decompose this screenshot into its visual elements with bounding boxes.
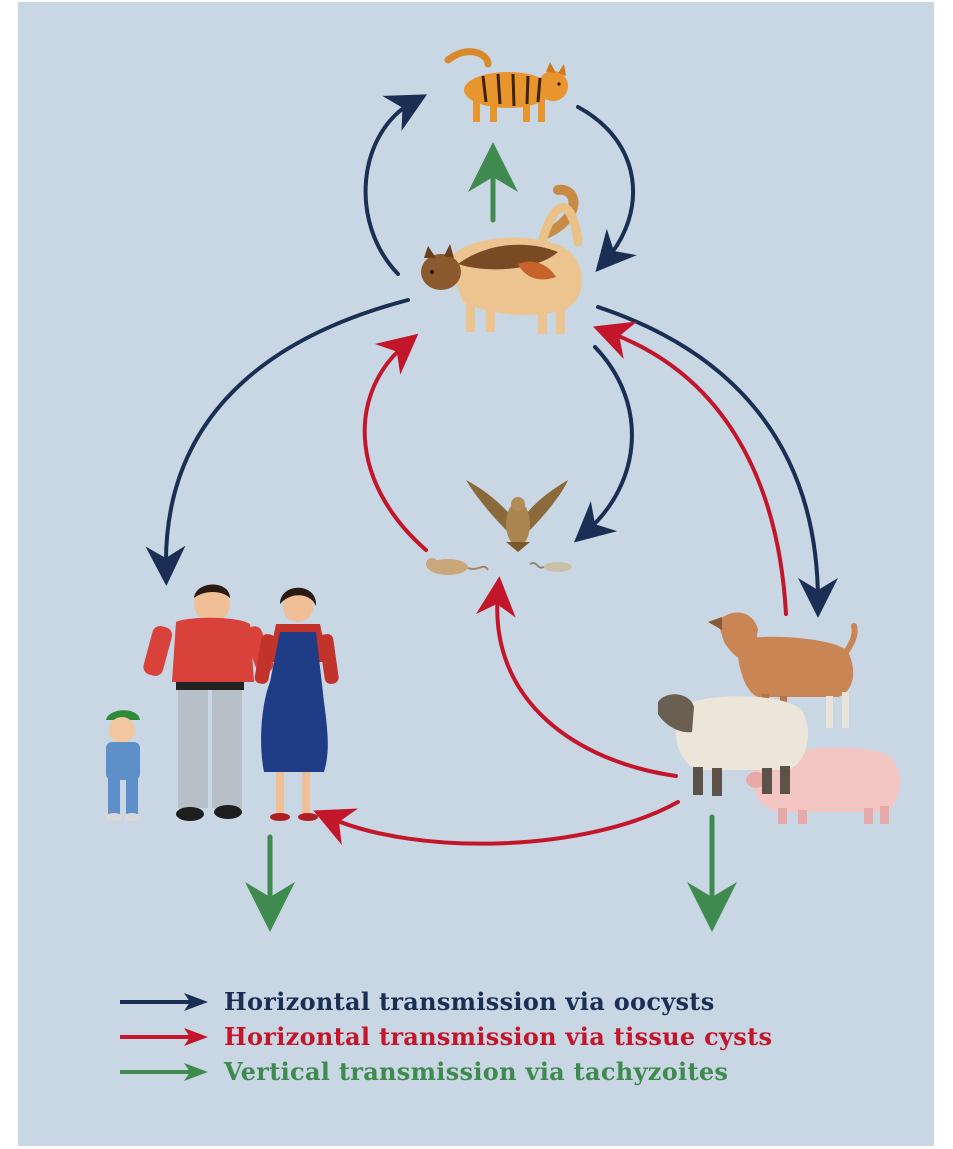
legend-arrow-blue [118, 991, 210, 1013]
livestock-illustration [658, 613, 900, 824]
sheep-figure [658, 694, 808, 796]
arrow-cat-to-kitten [366, 102, 413, 274]
bird-and-rodents-illustration [426, 480, 572, 575]
legend-label-oocysts: Horizontal transmission via oocysts [224, 987, 715, 1016]
kitten-illustration [448, 52, 568, 122]
transmission-diagram [18, 2, 934, 1146]
arrow-cat-to-birds [586, 347, 632, 532]
legend-item-tissue-cysts: Horizontal transmission via tissue cysts [118, 1019, 772, 1054]
legend-arrow-green [118, 1061, 210, 1083]
legend-arrow-red [118, 1026, 210, 1048]
child-figure [106, 710, 140, 821]
human-family-illustration [106, 585, 339, 822]
arrow-livestock-to-humans [328, 802, 678, 844]
legend-item-oocysts: Horizontal transmission via oocysts [118, 984, 772, 1019]
legend: Horizontal transmission via oocysts Hori… [118, 984, 772, 1089]
arrow-livestock-to-rodents [497, 592, 676, 776]
mother-figure [254, 588, 340, 821]
arrow-kitten-to-cat [578, 107, 633, 260]
legend-label-tachyzoites: Vertical transmission via tachyzoites [224, 1057, 728, 1086]
legend-item-tachyzoites: Vertical transmission via tachyzoites [118, 1054, 772, 1089]
adult-cat-illustration [421, 190, 582, 334]
father-figure [142, 585, 276, 822]
legend-label-tissue-cysts: Horizontal transmission via tissue cysts [224, 1022, 772, 1051]
diagram-frame: Horizontal transmission via oocysts Hori… [18, 2, 934, 1146]
arrow-cat-to-humans [166, 300, 408, 570]
arrow-rodents-to-cat [365, 344, 426, 550]
arrow-livestock-to-cat [608, 332, 786, 614]
